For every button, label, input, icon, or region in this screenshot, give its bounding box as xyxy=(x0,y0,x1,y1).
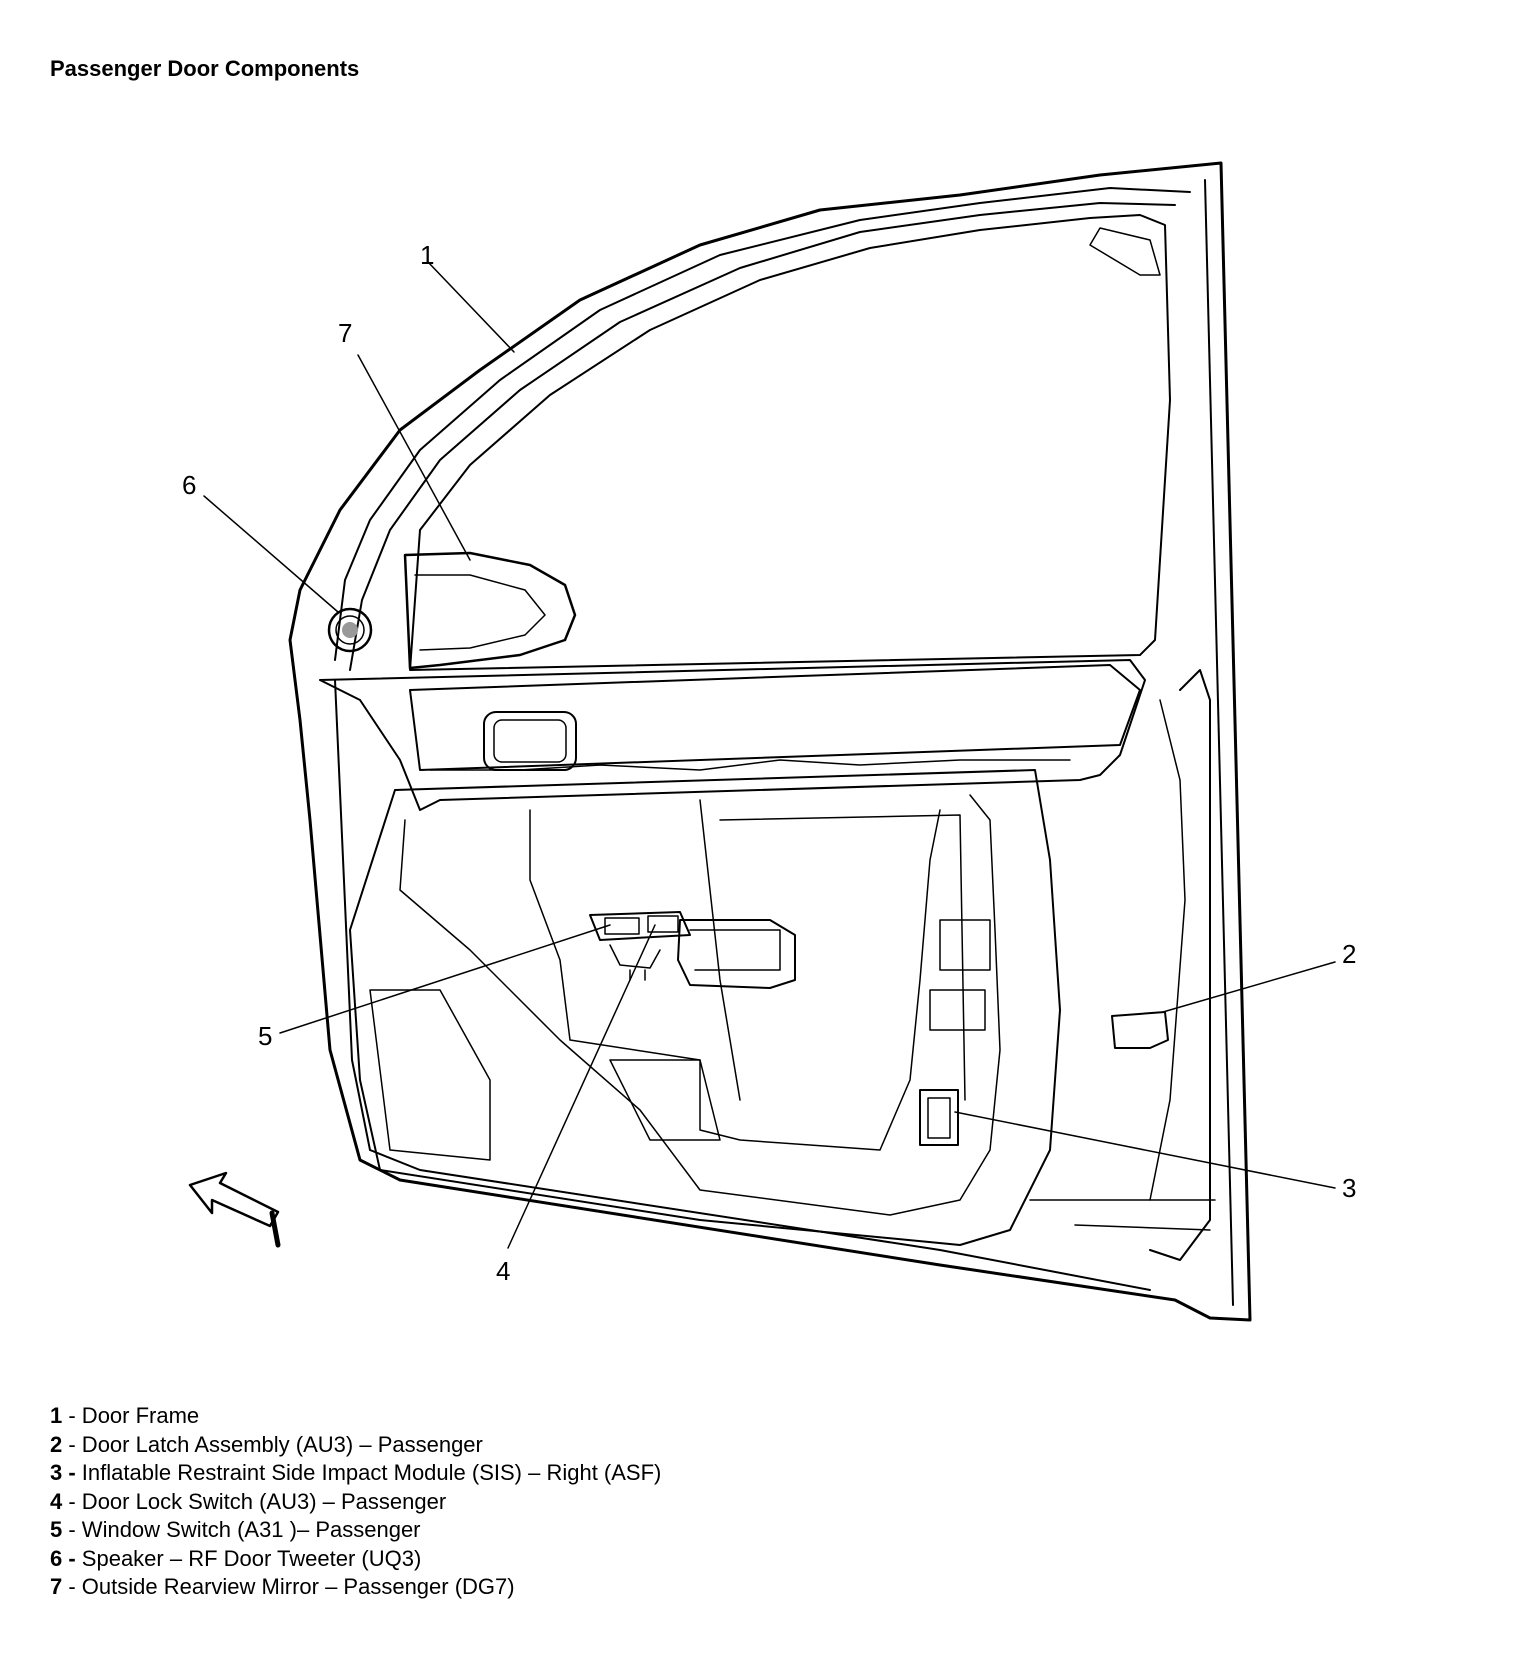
legend-text: - Door Frame xyxy=(62,1403,200,1428)
switch-assembly xyxy=(589,911,796,989)
legend-text: - Outside Rearview Mirror – Passenger (D… xyxy=(62,1574,515,1599)
callout-3: 3 xyxy=(1342,1173,1356,1203)
direction-arrow xyxy=(188,1171,281,1248)
callout-1: 1 xyxy=(420,240,434,270)
callout-4: 4 xyxy=(496,1256,510,1286)
callout-5: 5 xyxy=(258,1021,272,1051)
legend-num: 7 xyxy=(50,1574,63,1599)
legend-item: 2 - Door Latch Assembly (AU3) – Passenge… xyxy=(50,1431,661,1460)
diagram-title: Passenger Door Components xyxy=(50,56,360,81)
legend-num: 4 xyxy=(50,1488,63,1514)
legend-num: 2 xyxy=(50,1431,63,1457)
door-diagram: 1 2 3 4 5 6 7 xyxy=(182,161,1356,1322)
door-latch xyxy=(1111,1011,1169,1049)
legend-text: - Door Lock Switch (AU3) – Passenger xyxy=(62,1488,447,1514)
outside-mirror xyxy=(403,551,577,670)
callout-2: 2 xyxy=(1342,939,1356,969)
legend-item: 1 - Door Frame xyxy=(50,1402,661,1431)
legend-num: 6 - xyxy=(50,1545,76,1571)
side-impact-module xyxy=(919,1089,959,1146)
legend-num: 1 xyxy=(50,1403,63,1428)
legend-text: Inflatable Restraint Side Impact Module … xyxy=(75,1460,662,1485)
leader-lines xyxy=(203,261,1336,1249)
legend-item: 6 - Speaker – RF Door Tweeter (UQ3) xyxy=(50,1545,661,1574)
legend-num: 3 - xyxy=(50,1460,76,1485)
legend-num: 5 xyxy=(50,1517,63,1542)
legend-text: Speaker – RF Door Tweeter (UQ3) xyxy=(75,1545,422,1571)
legend: 1 - Door Frame 2 - Door Latch Assembly (… xyxy=(50,1402,661,1602)
callout-6: 6 xyxy=(182,470,196,500)
legend-item: 4 - Door Lock Switch (AU3) – Passenger xyxy=(50,1488,661,1517)
callout-7: 7 xyxy=(338,318,352,348)
door-tweeter xyxy=(327,607,373,653)
legend-item: 3 - Inflatable Restraint Side Impact Mod… xyxy=(50,1459,661,1488)
door-frame xyxy=(288,161,1252,1322)
legend-item: 5 - Window Switch (A31 )– Passenger xyxy=(50,1516,661,1545)
legend-item: 7 - Outside Rearview Mirror – Passenger … xyxy=(50,1573,661,1602)
legend-text: - Window Switch (A31 )– Passenger xyxy=(62,1517,421,1542)
legend-text: - Door Latch Assembly (AU3) – Passenger xyxy=(62,1431,483,1457)
